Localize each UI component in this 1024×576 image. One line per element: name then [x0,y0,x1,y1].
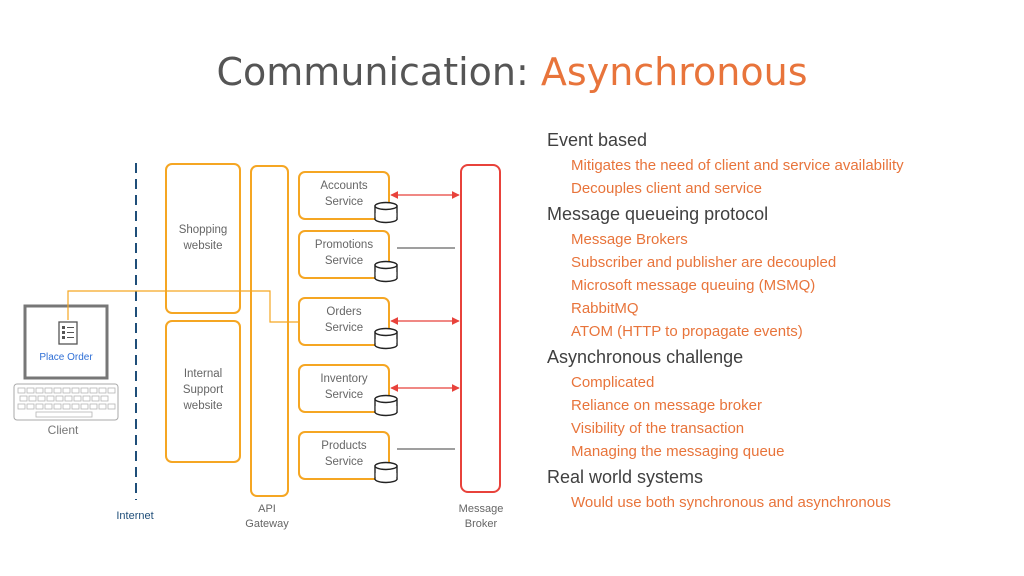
products-database-icon [374,461,398,484]
inventory-service-box [298,364,390,413]
architecture-diagram: Place Order Client Internet Shopping web… [13,163,504,530]
internal-support-label-line3: website [183,400,223,412]
client-to-orders-connector [67,290,299,323]
section-item: Complicated [571,374,655,391]
promotions-service-label-line1: Promotions [315,239,373,251]
section-heading: Message queueing protocol [547,204,769,224]
products-service-label-line1: Products [321,440,367,452]
orders-service-label-line1: Orders [326,306,361,318]
accounts-database-icon [374,201,398,224]
shopping-website-label-line1: Shopping [179,224,228,236]
section-item: Microsoft message queuing (MSMQ) [571,277,816,294]
title-accent: Asynchronous [540,50,808,94]
accounts-service-label-line1: Accounts [320,180,368,192]
inventory-service-label-line2: Service [325,389,363,401]
api-gateway-label-line2: Gateway [245,518,289,530]
client-laptop: Place Order Client [13,304,119,437]
orders-database-icon [374,327,398,350]
shopping-website-label-line2: website [183,240,223,252]
title-prefix: Communication: [216,50,541,94]
products-service-box [298,431,390,480]
section-item: Subscriber and publisher are decoupled [571,254,837,271]
internal-support-website-box [165,320,241,463]
section-heading: Asynchronous challenge [547,347,744,367]
section-item: Message Brokers [571,231,688,248]
section-item: ATOM (HTTP to propagate events) [571,323,803,340]
accounts-service-box [298,171,390,220]
section-item: Reliance on message broker [571,397,762,414]
section-item: Visibility of the transaction [571,420,745,437]
section-heading: Real world systems [547,467,704,487]
shopping-website-box [165,163,241,314]
accounts-service-label-line2: Service [325,196,363,208]
section-heading: Event based [547,130,648,150]
keyboard-icon [13,383,119,421]
services-group: AccountsServicePromotionsServiceOrdersSe… [298,171,460,484]
promotions-database-icon [374,260,398,283]
client-label: Client [48,423,79,437]
section-item: Would use both synchronous and asynchron… [571,494,891,511]
orders-service-box [298,297,390,346]
internal-support-label-line2: Support [183,384,224,396]
internet-label: Internet [116,510,153,522]
orders-service-label-line2: Service [325,322,363,334]
place-order-button: Place Order [39,352,93,363]
message-broker-label-line2: Broker [465,518,498,530]
order-form-icon [58,321,78,345]
promotions-service-box [298,230,390,279]
api-gateway-label-line1: API [258,503,276,515]
message-broker-box [460,164,501,493]
section-item: Decouples client and service [571,180,762,197]
message-broker-label-line1: Message [459,503,504,515]
page-title: Communication: Asynchronous [0,50,1024,94]
inventory-service-label-line1: Inventory [320,373,368,385]
api-gateway-box [250,165,289,497]
products-service-label-line2: Service [325,456,363,468]
inventory-database-icon [374,394,398,417]
section-item: Managing the messaging queue [571,443,785,460]
section-item: RabbitMQ [571,300,639,317]
promotions-service-label-line2: Service [325,255,363,267]
internal-support-label-line1: Internal [184,368,222,380]
section-item: Mitigates the need of client and service… [571,157,904,174]
